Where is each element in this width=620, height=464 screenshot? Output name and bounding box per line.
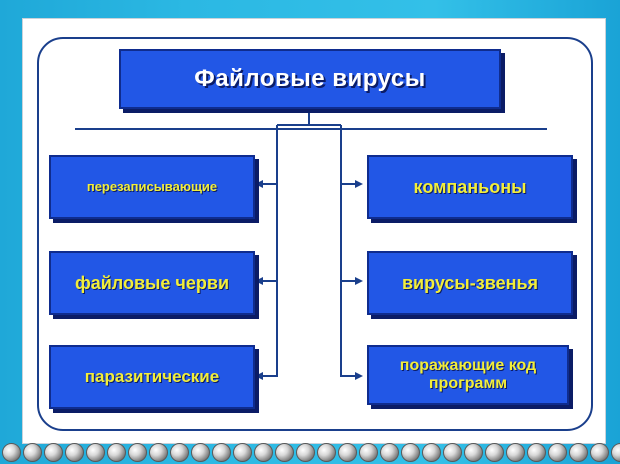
bead-icon bbox=[380, 443, 399, 462]
bead-icon bbox=[527, 443, 546, 462]
title-box: Файловые вирусы bbox=[119, 49, 501, 109]
bead-icon bbox=[401, 443, 420, 462]
bead-icon bbox=[317, 443, 336, 462]
bead-icon bbox=[107, 443, 126, 462]
bead-icon bbox=[254, 443, 273, 462]
bead-icon bbox=[2, 443, 21, 462]
bead-icon bbox=[611, 443, 620, 462]
bead-icon bbox=[485, 443, 504, 462]
bead-icon bbox=[65, 443, 84, 462]
bead-icon bbox=[191, 443, 210, 462]
connector-lines bbox=[75, 107, 547, 380]
decorative-bead-border bbox=[0, 441, 620, 464]
bead-icon bbox=[464, 443, 483, 462]
bead-icon bbox=[233, 443, 252, 462]
bead-icon bbox=[44, 443, 63, 462]
node-file-worms: файловые черви bbox=[49, 251, 255, 315]
bead-icon bbox=[86, 443, 105, 462]
bead-icon bbox=[548, 443, 567, 462]
bead-icon bbox=[149, 443, 168, 462]
bead-icon bbox=[23, 443, 42, 462]
bead-icon bbox=[212, 443, 231, 462]
arrowhead-right-3 bbox=[355, 372, 363, 380]
bead-icon bbox=[569, 443, 588, 462]
bead-icon bbox=[170, 443, 189, 462]
bead-icon bbox=[275, 443, 294, 462]
slide: Файловые вирусы перезаписывающие файловы… bbox=[22, 18, 606, 444]
arrowhead-left-3 bbox=[255, 372, 263, 380]
node-parasitic: паразитические bbox=[49, 345, 255, 409]
arrowhead-left-1 bbox=[255, 180, 263, 188]
bead-icon bbox=[506, 443, 525, 462]
arrowhead-left-2 bbox=[255, 277, 263, 285]
bead-icon bbox=[296, 443, 315, 462]
node-overwriting: перезаписывающие bbox=[49, 155, 255, 219]
node-link-viruses: вирусы-звенья bbox=[367, 251, 573, 315]
bead-icon bbox=[128, 443, 147, 462]
node-program-infecting: поражающие код программ bbox=[367, 345, 569, 405]
bead-icon bbox=[443, 443, 462, 462]
bead-icon bbox=[422, 443, 441, 462]
bead-icon bbox=[338, 443, 357, 462]
bead-icon bbox=[590, 443, 609, 462]
bead-icon bbox=[359, 443, 378, 462]
arrowhead-right-1 bbox=[355, 180, 363, 188]
arrowhead-right-2 bbox=[355, 277, 363, 285]
node-companions: компаньоны bbox=[367, 155, 573, 219]
